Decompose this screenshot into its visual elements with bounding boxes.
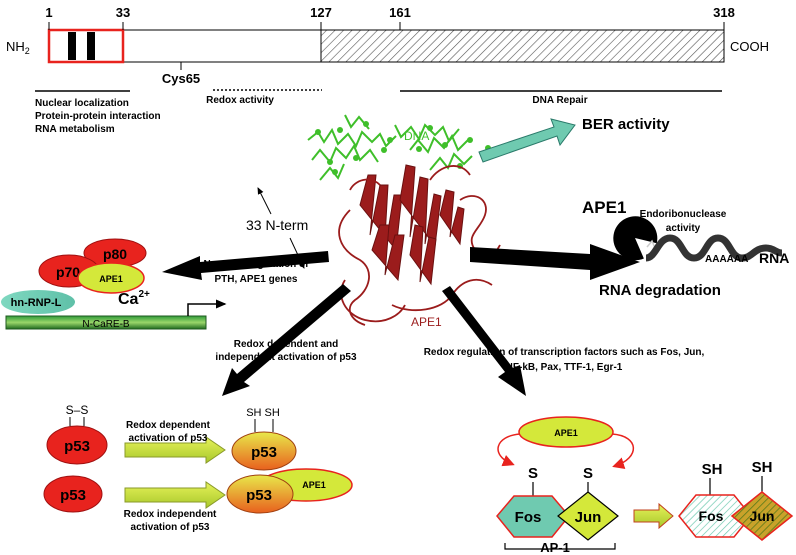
region-protein-interaction: Protein-protein interaction: [35, 111, 161, 122]
nterm-label: 33 N-term: [246, 217, 308, 233]
ape1-complex-protein: [77, 262, 145, 294]
negative-regulation-text-1: Negative regulation of: [203, 259, 309, 270]
negative-regulation-section: Negative regulation of PTH, APE1 genes p…: [1, 238, 329, 330]
p53-heading-1: Redox dependent and: [234, 339, 338, 350]
position-161: 161: [389, 5, 411, 20]
tf-heading-2: NF-kB, Pax, TTF-1, Egr-1: [506, 362, 623, 373]
independent-label-1: Redox independent: [124, 509, 217, 520]
region-rna-metabolism: RNA metabolism: [35, 124, 115, 135]
redox-cycle-arrow-left: [497, 433, 521, 467]
rna-strand: [645, 234, 783, 262]
p53-oxidized: [46, 425, 108, 465]
n-care-b-label: N-CaRE-B: [82, 319, 130, 330]
tf-heading-1: Redox regulation of transcription factor…: [424, 347, 705, 358]
fos-reduced-protein: [678, 494, 752, 538]
p53-reduced: [231, 431, 297, 471]
ape1-protein-ribbon: [359, 164, 465, 286]
sulfhydryl-label: SH SH: [246, 407, 280, 419]
endoribonuclease-label: Endoribonuclease: [640, 209, 727, 220]
p53-reduced-label: p53: [251, 444, 277, 461]
disulfide-label: S–S: [66, 403, 89, 417]
p53-independent-active: [226, 474, 294, 514]
ap1-bracket: [504, 543, 616, 550]
nls-motif-1: [68, 32, 76, 60]
position-1: 1: [45, 5, 52, 20]
ap1-label: AP-1: [540, 540, 570, 555]
fos-label: Fos: [515, 509, 542, 526]
p53-section: Redox dependent and independent activati…: [43, 284, 357, 533]
rna-label: RNA: [759, 250, 789, 266]
nterm-arrow-up: [257, 187, 272, 215]
n-terminus-label: NH2: [6, 39, 30, 56]
cys65-label: Cys65: [162, 71, 200, 86]
position-33: 33: [116, 5, 130, 20]
tf-section: Redox regulation of transcription factor…: [424, 286, 794, 555]
p70-label: p70: [56, 264, 80, 280]
jun-s-label: S: [583, 465, 593, 482]
hnrnp-l-label: hn-RNP-L: [11, 297, 62, 309]
region-dna-repair: DNA Repair: [532, 95, 587, 106]
calcium-label: Ca2+: [118, 289, 150, 308]
ape1-tf-label: APE1: [554, 428, 578, 438]
ape1-dna-structure: DNA APE1: [307, 114, 501, 329]
ape1-complex-label: APE1: [99, 274, 123, 284]
independent-label-2: activation of p53: [131, 522, 210, 533]
p53-oxidized-label: p53: [64, 438, 90, 455]
endoribonuclease-activity-label: activity: [666, 223, 701, 234]
fos-s-label: S: [528, 465, 538, 482]
p53-independent-start-label: p53: [60, 487, 86, 504]
p80-label: p80: [103, 246, 127, 262]
jun-label: Jun: [575, 509, 602, 526]
p53-independent-start: [43, 475, 103, 513]
nls-domain-box: [47, 28, 125, 64]
redox-independent-arrow: [124, 481, 226, 509]
polya-label: AAAAAA: [705, 254, 748, 265]
rna-ape1-label: APE1: [582, 198, 626, 217]
ber-section: BER activity: [478, 116, 670, 163]
p53-heading-2: independent activation of p53: [215, 352, 357, 363]
domain-bar: 1 33 127 161 318 NH2 COOH Cys65 Nuclear …: [6, 5, 769, 135]
position-127: 127: [310, 5, 332, 20]
rna-section: APE1 Endoribonuclease activity m⁷G AAAAA…: [470, 198, 789, 299]
ape1-p53-label: APE1: [302, 480, 326, 490]
hnrnp-l-protein: [1, 290, 75, 314]
region-nuclear-localization: Nuclear localization: [35, 98, 129, 109]
p53-independent-active-label: p53: [246, 487, 272, 504]
reduced-state-arrow: [633, 502, 674, 530]
ber-activity-label: BER activity: [582, 116, 670, 133]
jun-protein: [557, 491, 619, 541]
ape1-tf-protein: [518, 416, 614, 448]
jun-reduced-label: Jun: [750, 508, 775, 524]
fos-protein: [496, 495, 570, 538]
redox-dependent-arrow: [124, 436, 226, 464]
rna-degradation-label: RNA degradation: [599, 282, 721, 299]
redox-cycle-arrow-right: [611, 433, 635, 469]
p53-arrow: [222, 284, 351, 396]
n-care-b-element: [5, 315, 207, 330]
c-terminus-label: COOH: [730, 39, 769, 54]
dna-label: DNA: [404, 129, 429, 143]
tf-arrow: [442, 286, 526, 396]
dna-molecule: [307, 114, 473, 181]
jun-reduced-protein: [730, 491, 794, 541]
negative-regulation-arrow: [162, 251, 329, 280]
nls-motif-2: [87, 32, 95, 60]
pacman-nuclease-icon: [613, 216, 658, 261]
ape1-protein-label: APE1: [411, 315, 442, 329]
fos-sh-label: SH: [702, 461, 723, 478]
position-318: 318: [713, 5, 735, 20]
dependent-label-1: Redox dependent: [126, 420, 211, 431]
negative-regulation-text-2: PTH, APE1 genes: [215, 274, 298, 285]
transcription-start-arrow: [187, 299, 227, 316]
dependent-label-2: activation of p53: [129, 433, 208, 444]
rna-arrow: [470, 244, 640, 280]
jun-sh-label: SH: [752, 459, 773, 476]
fos-reduced-label: Fos: [699, 508, 724, 524]
region-redox-activity: Redox activity: [206, 95, 274, 106]
ber-arrow: [478, 118, 576, 163]
rna-cap-label: m⁷G: [598, 254, 618, 265]
